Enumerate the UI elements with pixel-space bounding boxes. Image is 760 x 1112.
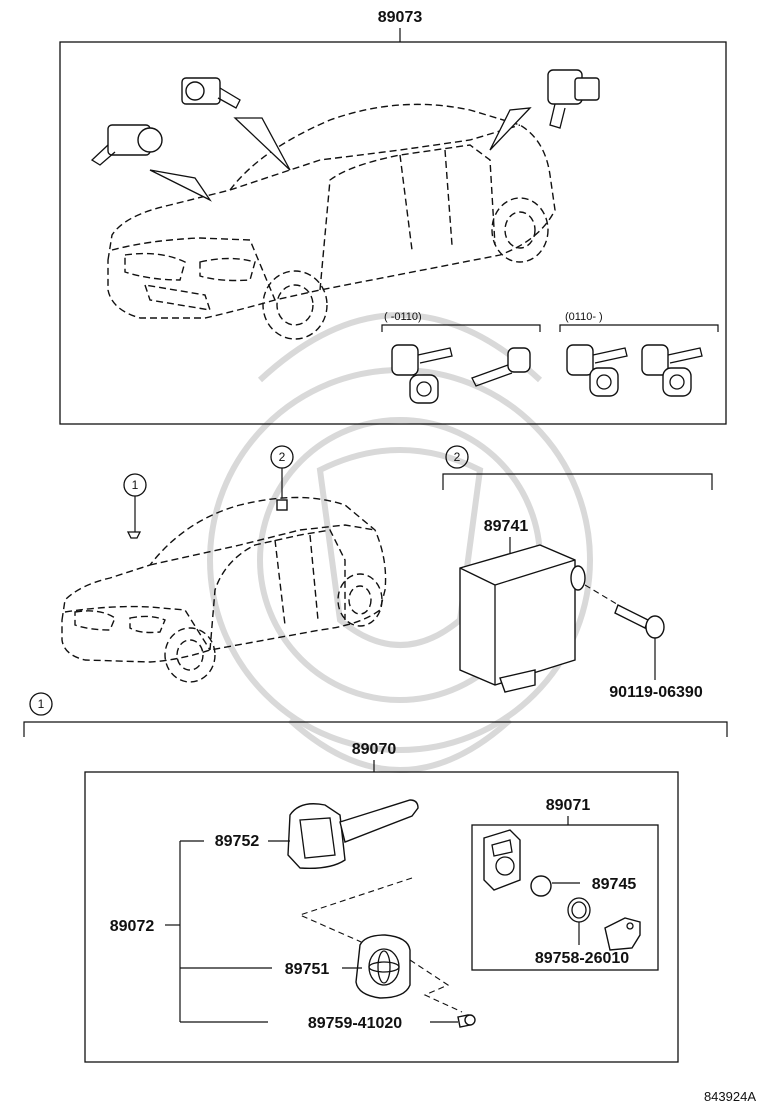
bolt-icon: [614, 604, 665, 639]
callout-1-car: 1: [123, 473, 147, 539]
date-range-after: (0110- ): [565, 311, 603, 323]
date-range-before: ( -0110): [384, 311, 422, 323]
callout-2-group: 2: [442, 445, 713, 490]
part-label-89745: 89745: [592, 876, 637, 893]
svg-text:2: 2: [454, 450, 461, 464]
transponder-chip-icon: [530, 875, 552, 897]
part-label-89071: 89071: [546, 797, 591, 814]
group-box-89073: [59, 41, 727, 425]
transponder-housing-icon: [483, 829, 521, 891]
part-label-89758-26010: 89758-26010: [535, 950, 629, 967]
part-label-89070: 89070: [352, 741, 397, 758]
svg-text:1: 1: [38, 697, 45, 711]
part-label-89751: 89751: [285, 961, 330, 978]
o-ring-icon: [567, 897, 591, 923]
svg-text:1: 1: [132, 478, 139, 492]
key-head-icon: [355, 934, 411, 999]
group-box-89071: [471, 824, 659, 971]
diagram-id: 843924A: [704, 1089, 756, 1104]
control-module-icon: [459, 544, 586, 693]
key-set-early-icon: [391, 344, 531, 404]
ignition-lock-cylinder-icon: [181, 77, 241, 109]
svg-text:2: 2: [279, 450, 286, 464]
callout-1-group: 1: [23, 692, 728, 737]
part-label-89752: 89752: [215, 833, 260, 850]
part-label-89073: 89073: [378, 9, 423, 26]
transponder-key-icon: [287, 799, 419, 870]
callout-2-car: 2: [270, 445, 294, 511]
group-box-89070: [84, 771, 679, 1063]
part-label-89072: 89072: [110, 918, 155, 935]
car-illustration-middle: [61, 496, 387, 683]
part-label-89759-41020: 89759-41020: [308, 1015, 402, 1032]
screw-icon: [457, 1014, 476, 1028]
hatch-lock-cylinder-icon: [547, 69, 600, 129]
part-label-90119-06390: 90119-06390: [609, 684, 703, 701]
key-set-late-icon: [566, 344, 703, 397]
car-illustration-top: [107, 103, 556, 340]
cover-plate-icon: [604, 917, 641, 951]
part-label-89741: 89741: [484, 518, 529, 535]
door-lock-cylinder-icon: [90, 124, 163, 166]
